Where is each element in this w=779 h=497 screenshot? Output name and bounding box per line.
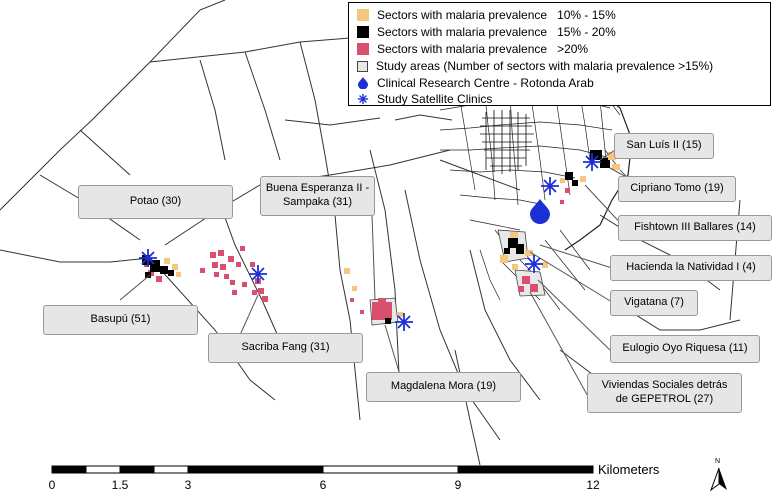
clinical-research-centre-marker (530, 199, 550, 224)
callout-label: Eulogio Oyo Riquesa (11) (622, 342, 748, 355)
legend-item-research-centre: Clinical Research Centre - Rotonda Arab (357, 75, 594, 91)
legend-item-study-areas: Study areas (Number of sectors with mala… (357, 58, 713, 74)
callout-magdalena-mora: Magdalena Mora (19) (366, 372, 521, 402)
legend-swatch-mid (357, 26, 369, 38)
north-label: N (715, 458, 721, 465)
callout-label-line2: Sampaka (31) (282, 196, 353, 208)
scale-tick-label: 0 (48, 478, 56, 492)
legend-label: Study areas (Number of sectors with mala… (376, 59, 714, 73)
legend-label: Sectors with malaria prevalence (377, 42, 548, 56)
callout-label-line2: de GEPETROL (27) (615, 393, 714, 405)
scale-tick-label: 1.5 (111, 478, 129, 492)
callout-fishtown: Fishtown III Ballares (14) (618, 215, 772, 241)
sectors-mid (142, 150, 610, 324)
callout-buena-esperanza: Buena Esperanza II - Sampaka (31) (260, 176, 375, 216)
satellite-clinic-markers (139, 153, 601, 331)
callout-eulogio: Eulogio Oyo Riquesa (11) (610, 335, 760, 363)
sectors-low (164, 152, 620, 357)
scale-tick-label: 12 (586, 478, 600, 492)
callout-label-line1: Viviendas Sociales detrás (601, 379, 728, 392)
north-arrow: N (708, 458, 730, 492)
downtown-grid (480, 110, 534, 174)
legend-swatch-study-area (357, 60, 368, 72)
callout-vigatana: Vigatana (7) (610, 290, 698, 316)
callout-label-line1: Buena Esperanza II - (265, 182, 370, 195)
callout-label: Hacienda la Natividad I (4) (626, 261, 756, 274)
callout-sacriba-fang: Sacriba Fang (31) (208, 333, 363, 363)
legend-item-satellite-clinics: Study Satellite Clinics (357, 91, 492, 107)
callout-label: Vigatana (7) (624, 296, 684, 309)
callout-potao: Potao (30) (78, 185, 233, 219)
legend-label: Sectors with malaria prevalence (377, 25, 548, 39)
callout-cipriano-tomo: Cipriano Tomo (19) (618, 176, 736, 202)
scale-unit: Kilometers (598, 462, 660, 477)
teardrop-icon (358, 77, 368, 89)
callout-san-luis: San Luís II (15) (614, 133, 714, 159)
north-arrow-icon (709, 467, 727, 492)
legend-swatch-low (357, 9, 369, 21)
star-icon (357, 93, 369, 105)
callout-viviendas-sociales: Viviendas Sociales detrás de GEPETROL (2… (587, 373, 742, 413)
callout-label: Magdalena Mora (19) (390, 380, 497, 393)
callout-label: Potao (30) (129, 195, 182, 208)
legend-label: Study Satellite Clinics (377, 92, 493, 106)
legend-label: Sectors with malaria prevalence (377, 8, 548, 22)
callout-hacienda: Hacienda la Natividad I (4) (610, 255, 772, 281)
callout-label: Sacriba Fang (31) (241, 341, 330, 354)
callout-label: Cipriano Tomo (19) (630, 182, 724, 195)
callout-basupu: Basupú (51) (43, 305, 198, 335)
legend-range: 15% - 20% (557, 25, 616, 39)
legend-item-high: Sectors with malaria prevalence >20% (357, 41, 588, 57)
legend-swatch-high (357, 43, 369, 55)
legend-range: 10% - 15% (557, 8, 616, 22)
callout-label: Basupú (51) (90, 313, 151, 326)
legend-item-low: Sectors with malaria prevalence 10% - 15… (357, 7, 616, 23)
legend-range: >20% (557, 42, 589, 56)
legend-item-mid: Sectors with malaria prevalence 15% - 20… (357, 24, 616, 40)
scale-tick-label: 3 (184, 478, 192, 492)
scale-bar (51, 465, 594, 474)
map-legend: Sectors with malaria prevalence 10% - 15… (348, 2, 771, 106)
scale-tick-label: 6 (319, 478, 327, 492)
scale-tick-label: 9 (454, 478, 462, 492)
legend-label: Clinical Research Centre - Rotonda Arab (377, 76, 594, 90)
callout-label: San Luís II (15) (626, 139, 702, 152)
callout-label: Fishtown III Ballares (14) (634, 221, 756, 234)
